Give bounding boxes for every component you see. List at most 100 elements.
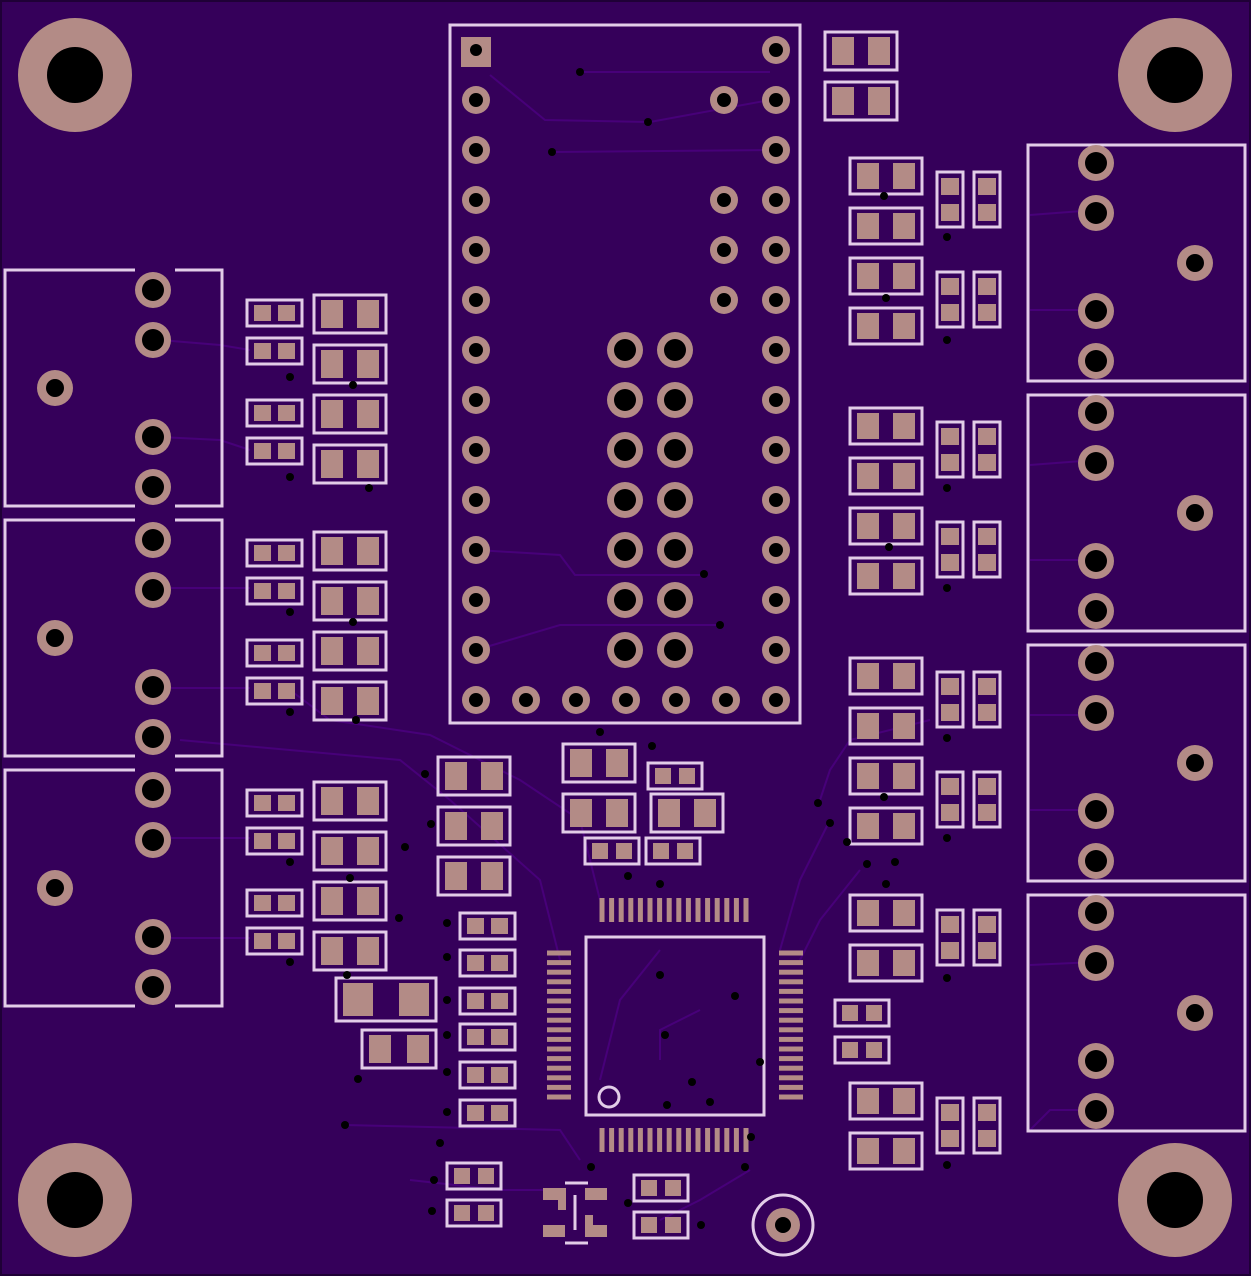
smd-pad	[978, 1130, 996, 1147]
smd-pad	[357, 937, 379, 965]
smd-pad	[321, 837, 343, 865]
qfp-pad	[637, 898, 643, 922]
smd-pad	[868, 37, 890, 65]
smd-component-outline	[848, 893, 924, 933]
drill-hole	[1085, 952, 1107, 974]
drill-hole	[769, 243, 783, 257]
qfp-pad	[779, 960, 803, 966]
smd-pad	[357, 687, 379, 715]
qfp-pad	[618, 898, 624, 922]
qfp-pad	[779, 1017, 803, 1023]
smd-pad	[893, 950, 915, 976]
trace	[799, 869, 861, 961]
smd-pad	[606, 799, 628, 827]
drill-hole	[142, 829, 164, 851]
drill-hole	[469, 293, 483, 307]
qfp-pad	[547, 1094, 571, 1100]
smd-component-outline	[848, 506, 924, 546]
smd-component-outline	[312, 930, 388, 972]
smd-pad	[978, 704, 996, 721]
smd-pad	[357, 887, 379, 915]
smd-pad	[978, 554, 996, 571]
jack-outline	[1026, 143, 1247, 383]
via	[624, 872, 632, 880]
jack-outline	[1026, 643, 1247, 883]
smd-component-outline	[935, 520, 965, 579]
smd-pad	[321, 887, 343, 915]
smd-pad	[941, 178, 959, 195]
via	[349, 618, 357, 626]
smd-pad	[868, 87, 890, 115]
smd-component-outline	[458, 948, 517, 978]
smd-pad	[941, 454, 959, 471]
smd-pad	[941, 204, 959, 221]
qfp-pad	[547, 1056, 571, 1062]
qfp-pad	[637, 1128, 643, 1152]
smd-pad	[978, 304, 996, 321]
qfp-pad	[685, 1128, 691, 1152]
smd-component-outline	[245, 826, 304, 856]
smd-pad	[857, 263, 879, 289]
smd-pad	[254, 583, 271, 599]
mounting-drill	[47, 47, 103, 103]
drill-hole	[669, 693, 683, 707]
drill-hole	[664, 639, 686, 661]
via	[443, 919, 451, 927]
drill-hole	[1186, 1004, 1204, 1022]
smd-pad	[893, 663, 915, 689]
drill-hole	[769, 43, 783, 57]
mounting-drill	[47, 1172, 103, 1228]
smd-pad	[254, 305, 271, 321]
jack-gap	[135, 1001, 175, 1011]
via	[814, 799, 822, 807]
smd-pad	[893, 563, 915, 589]
smd-pad	[941, 304, 959, 321]
drill-hole	[769, 643, 783, 657]
smd-pad	[467, 1105, 484, 1121]
drill-hole	[1085, 600, 1107, 622]
qfp-pad	[547, 1008, 571, 1014]
smd-pad	[978, 278, 996, 295]
smd-pad	[641, 1180, 657, 1196]
crystal-pad	[558, 1188, 566, 1210]
qfp-pad	[714, 898, 720, 922]
drill-hole	[142, 726, 164, 748]
drill-hole	[142, 329, 164, 351]
smd-pad	[321, 587, 343, 615]
smd-pad	[321, 300, 343, 328]
smd-pad	[467, 1029, 484, 1045]
smd-pad	[978, 178, 996, 195]
mounting-drill	[1147, 47, 1203, 103]
jack-outline	[3, 268, 224, 508]
drill-hole	[769, 193, 783, 207]
smd-pad	[481, 762, 503, 790]
drill-hole	[664, 489, 686, 511]
via	[596, 728, 604, 736]
smd-component-outline	[972, 520, 1002, 579]
smd-pad	[357, 587, 379, 615]
qfp-pad	[779, 1027, 803, 1033]
smd-component-outline	[312, 630, 388, 672]
qfp-pad	[628, 1128, 634, 1152]
smd-pad	[357, 450, 379, 478]
drill-hole	[1085, 350, 1107, 372]
drill-hole	[769, 343, 783, 357]
via	[756, 1058, 764, 1066]
smd-pad	[941, 678, 959, 695]
smd-pad	[254, 683, 271, 699]
smd-component-outline	[848, 706, 924, 746]
silkscreen-layer	[3, 23, 1247, 1257]
smd-pad	[467, 955, 484, 971]
jack-gap	[135, 265, 175, 275]
smd-pad	[655, 768, 671, 784]
qfp-pad	[547, 1084, 571, 1090]
qfp-pad	[628, 898, 634, 922]
via	[882, 880, 890, 888]
via	[731, 992, 739, 1000]
crystal-pad	[585, 1215, 593, 1237]
drill-hole	[769, 143, 783, 157]
via	[349, 381, 357, 389]
drill-hole	[469, 493, 483, 507]
via	[286, 958, 294, 966]
via	[943, 974, 951, 982]
